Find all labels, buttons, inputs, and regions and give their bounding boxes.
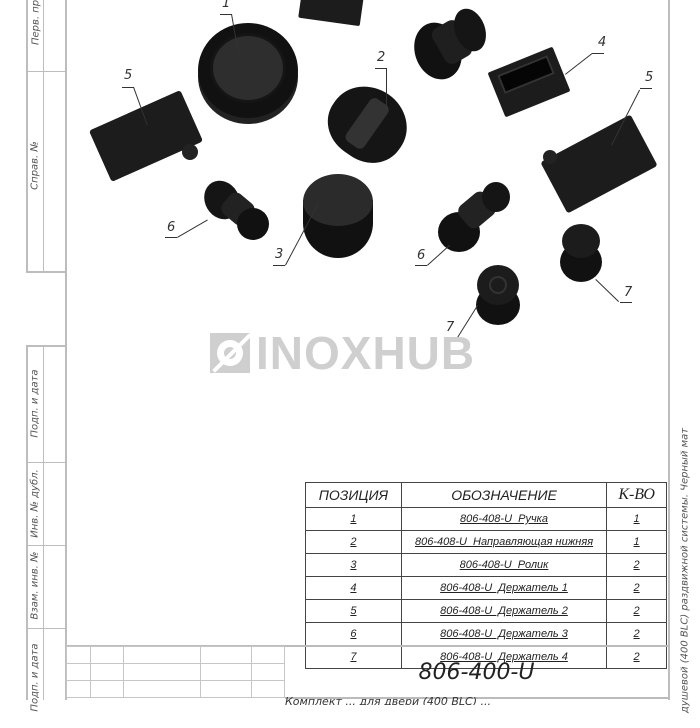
margin-label-first-use: Перв. примен. (30, 0, 42, 46)
part-6-holder-left (197, 174, 271, 246)
row-position: 6 (350, 628, 357, 640)
row-designation: 806-408-U_Держатель 2 (440, 605, 568, 617)
row-qty: 2 (633, 628, 640, 640)
row-designation: 806-408-U_Ролик (459, 559, 549, 571)
header-position: ПОЗИЦИЯ (305, 482, 402, 508)
row-qty: 2 (633, 605, 640, 617)
callout-7-lower: 7 (446, 320, 455, 335)
part-2-guide (314, 71, 422, 177)
row-qty: 1 (633, 513, 640, 525)
part-3-roller-top (406, 4, 492, 87)
part-holder-top (298, 0, 364, 27)
callout-1: 1 (222, 0, 231, 11)
margin-label-sign-date: Подп. и дата (29, 369, 41, 438)
part-3-roller-mid (303, 174, 373, 262)
row-position: 5 (350, 605, 357, 617)
callout-6-right: 6 (417, 248, 426, 263)
part-7-holder-right (560, 224, 602, 282)
callout-4: 4 (598, 35, 607, 50)
row-designation: 806-408-U_Держатель 1 (440, 582, 568, 594)
table-row: 6 806-408-U_Держатель 3 2 (305, 622, 667, 646)
callout-2: 2 (377, 50, 386, 65)
table-row: 5 806-408-U_Держатель 2 2 (305, 599, 667, 623)
part-7-holder-lower (476, 265, 520, 325)
drawing-number: 806-400-U (285, 645, 668, 699)
drawing-description: Комплект ... для двери (400 BLC) ... (285, 695, 492, 705)
row-designation: 806-408-U_Держатель 3 (440, 628, 568, 640)
part-4-holder (487, 46, 571, 118)
part-6-holder-right (438, 182, 510, 254)
right-frame-line (668, 0, 670, 700)
spec-header-row: ПОЗИЦИЯ ОБОЗНАЧЕНИЕ К-ВО (305, 482, 667, 508)
callout-3: 3 (275, 247, 284, 262)
row-designation: 806-408-U_Направляющая нижняя (414, 536, 594, 548)
header-designation: ОБОЗНАЧЕНИЕ (400, 482, 608, 508)
margin-label-sign-date-2: Подп. и дата (29, 643, 41, 712)
row-position: 3 (350, 559, 357, 571)
table-row: 3 806-408-U_Ролик 2 (305, 553, 667, 577)
part-5-knob-right (543, 150, 557, 164)
callout-6-left: 6 (167, 220, 176, 235)
row-qty: 2 (633, 582, 640, 594)
row-qty: 2 (633, 651, 640, 663)
watermark-logo-icon (210, 333, 250, 373)
callout-5-left: 5 (124, 68, 133, 83)
row-qty: 2 (633, 559, 640, 571)
part-5-holder-left (88, 90, 204, 182)
margin-label-replace-inv: Взам. инв. № (29, 551, 41, 620)
header-qty: К-ВО (606, 482, 667, 508)
watermark: INOXHUB (210, 326, 475, 380)
callout-7-right: 7 (624, 285, 633, 300)
watermark-text: INOXHUB (256, 327, 476, 379)
table-row: 1 806-408-U_Ручка 1 (305, 507, 667, 531)
part-5-holder-right (540, 114, 658, 214)
part-1-handle (198, 23, 298, 118)
row-position: 7 (350, 651, 357, 663)
row-position: 1 (350, 513, 357, 525)
table-row: 7 806-408-U_Держатель 4 2 (305, 645, 667, 669)
row-qty: 1 (633, 536, 640, 548)
callout-5-right: 5 (645, 70, 654, 85)
margin-label-ref-no: Справ. № (29, 141, 41, 190)
row-position: 2 (350, 536, 357, 548)
row-designation: 806-408-U_Ручка (460, 513, 548, 525)
table-row: 2 806-408-U_Направляющая нижняя 1 (305, 530, 667, 554)
side-note: душевой (400 BLC) раздвижной системы. Че… (679, 427, 691, 714)
table-row: 4 806-408-U_Держатель 1 2 (305, 576, 667, 600)
part-5-knob-left (182, 144, 198, 160)
specification-table: ПОЗИЦИЯ ОБОЗНАЧЕНИЕ К-ВО 1 806-408-U_Руч… (305, 482, 667, 669)
row-designation: 806-408-U_Держатель 4 (440, 651, 568, 663)
row-position: 4 (350, 582, 357, 594)
